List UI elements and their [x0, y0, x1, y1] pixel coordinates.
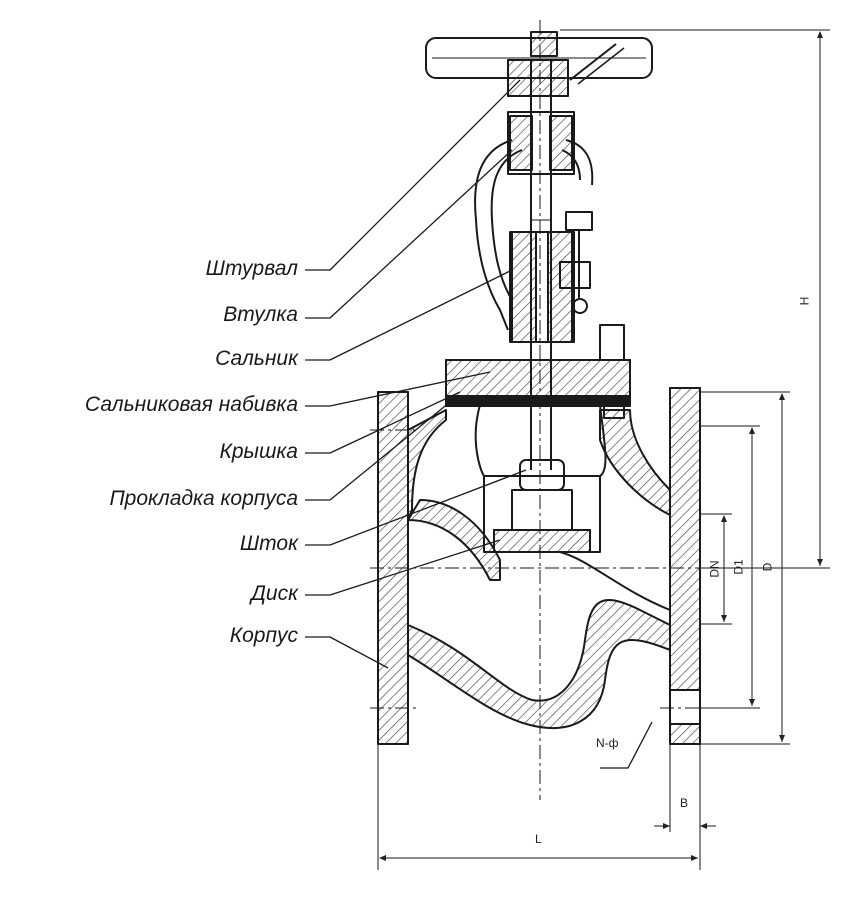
dim-label-d1: D1 — [731, 559, 746, 575]
gasket-shape — [445, 395, 631, 407]
label-packing: Сальниковая набивка — [84, 393, 298, 416]
dim-label-l: L — [535, 832, 542, 846]
label-handwheel: Штурвал — [205, 257, 298, 280]
label-body: Корпус — [229, 624, 298, 647]
leader-lines — [305, 79, 653, 769]
dimension-lines — [377, 29, 830, 870]
handwheel-hub — [507, 59, 569, 97]
bushing-right — [549, 115, 573, 171]
dim-label-h: H — [797, 296, 812, 306]
dim-label-dn: DN — [707, 560, 722, 578]
handwheel-shape — [425, 31, 653, 85]
label-stem: Шток — [239, 532, 298, 555]
dim-label-d: D — [760, 562, 775, 572]
dim-label-holes: N-ф — [596, 736, 619, 750]
dim-label-b: B — [680, 796, 689, 810]
disc-shape — [483, 459, 601, 553]
bushing-left — [509, 115, 533, 171]
label-bonnet: Крышка — [219, 440, 298, 463]
label-gland: Сальник — [215, 347, 298, 370]
gland-bolt — [559, 211, 593, 314]
handwheel-hub-outline — [507, 59, 569, 97]
bonnet-bolt — [599, 324, 625, 361]
body-shell — [407, 404, 671, 729]
body-flange-right-outline — [669, 387, 701, 745]
bushing-outline — [507, 111, 575, 175]
bonnet-flange — [445, 359, 631, 397]
label-disc: Диск — [251, 582, 298, 605]
label-bushing: Втулка — [223, 303, 298, 326]
gland-left — [511, 231, 537, 343]
label-gasket: Прокладка корпуса — [109, 487, 298, 510]
